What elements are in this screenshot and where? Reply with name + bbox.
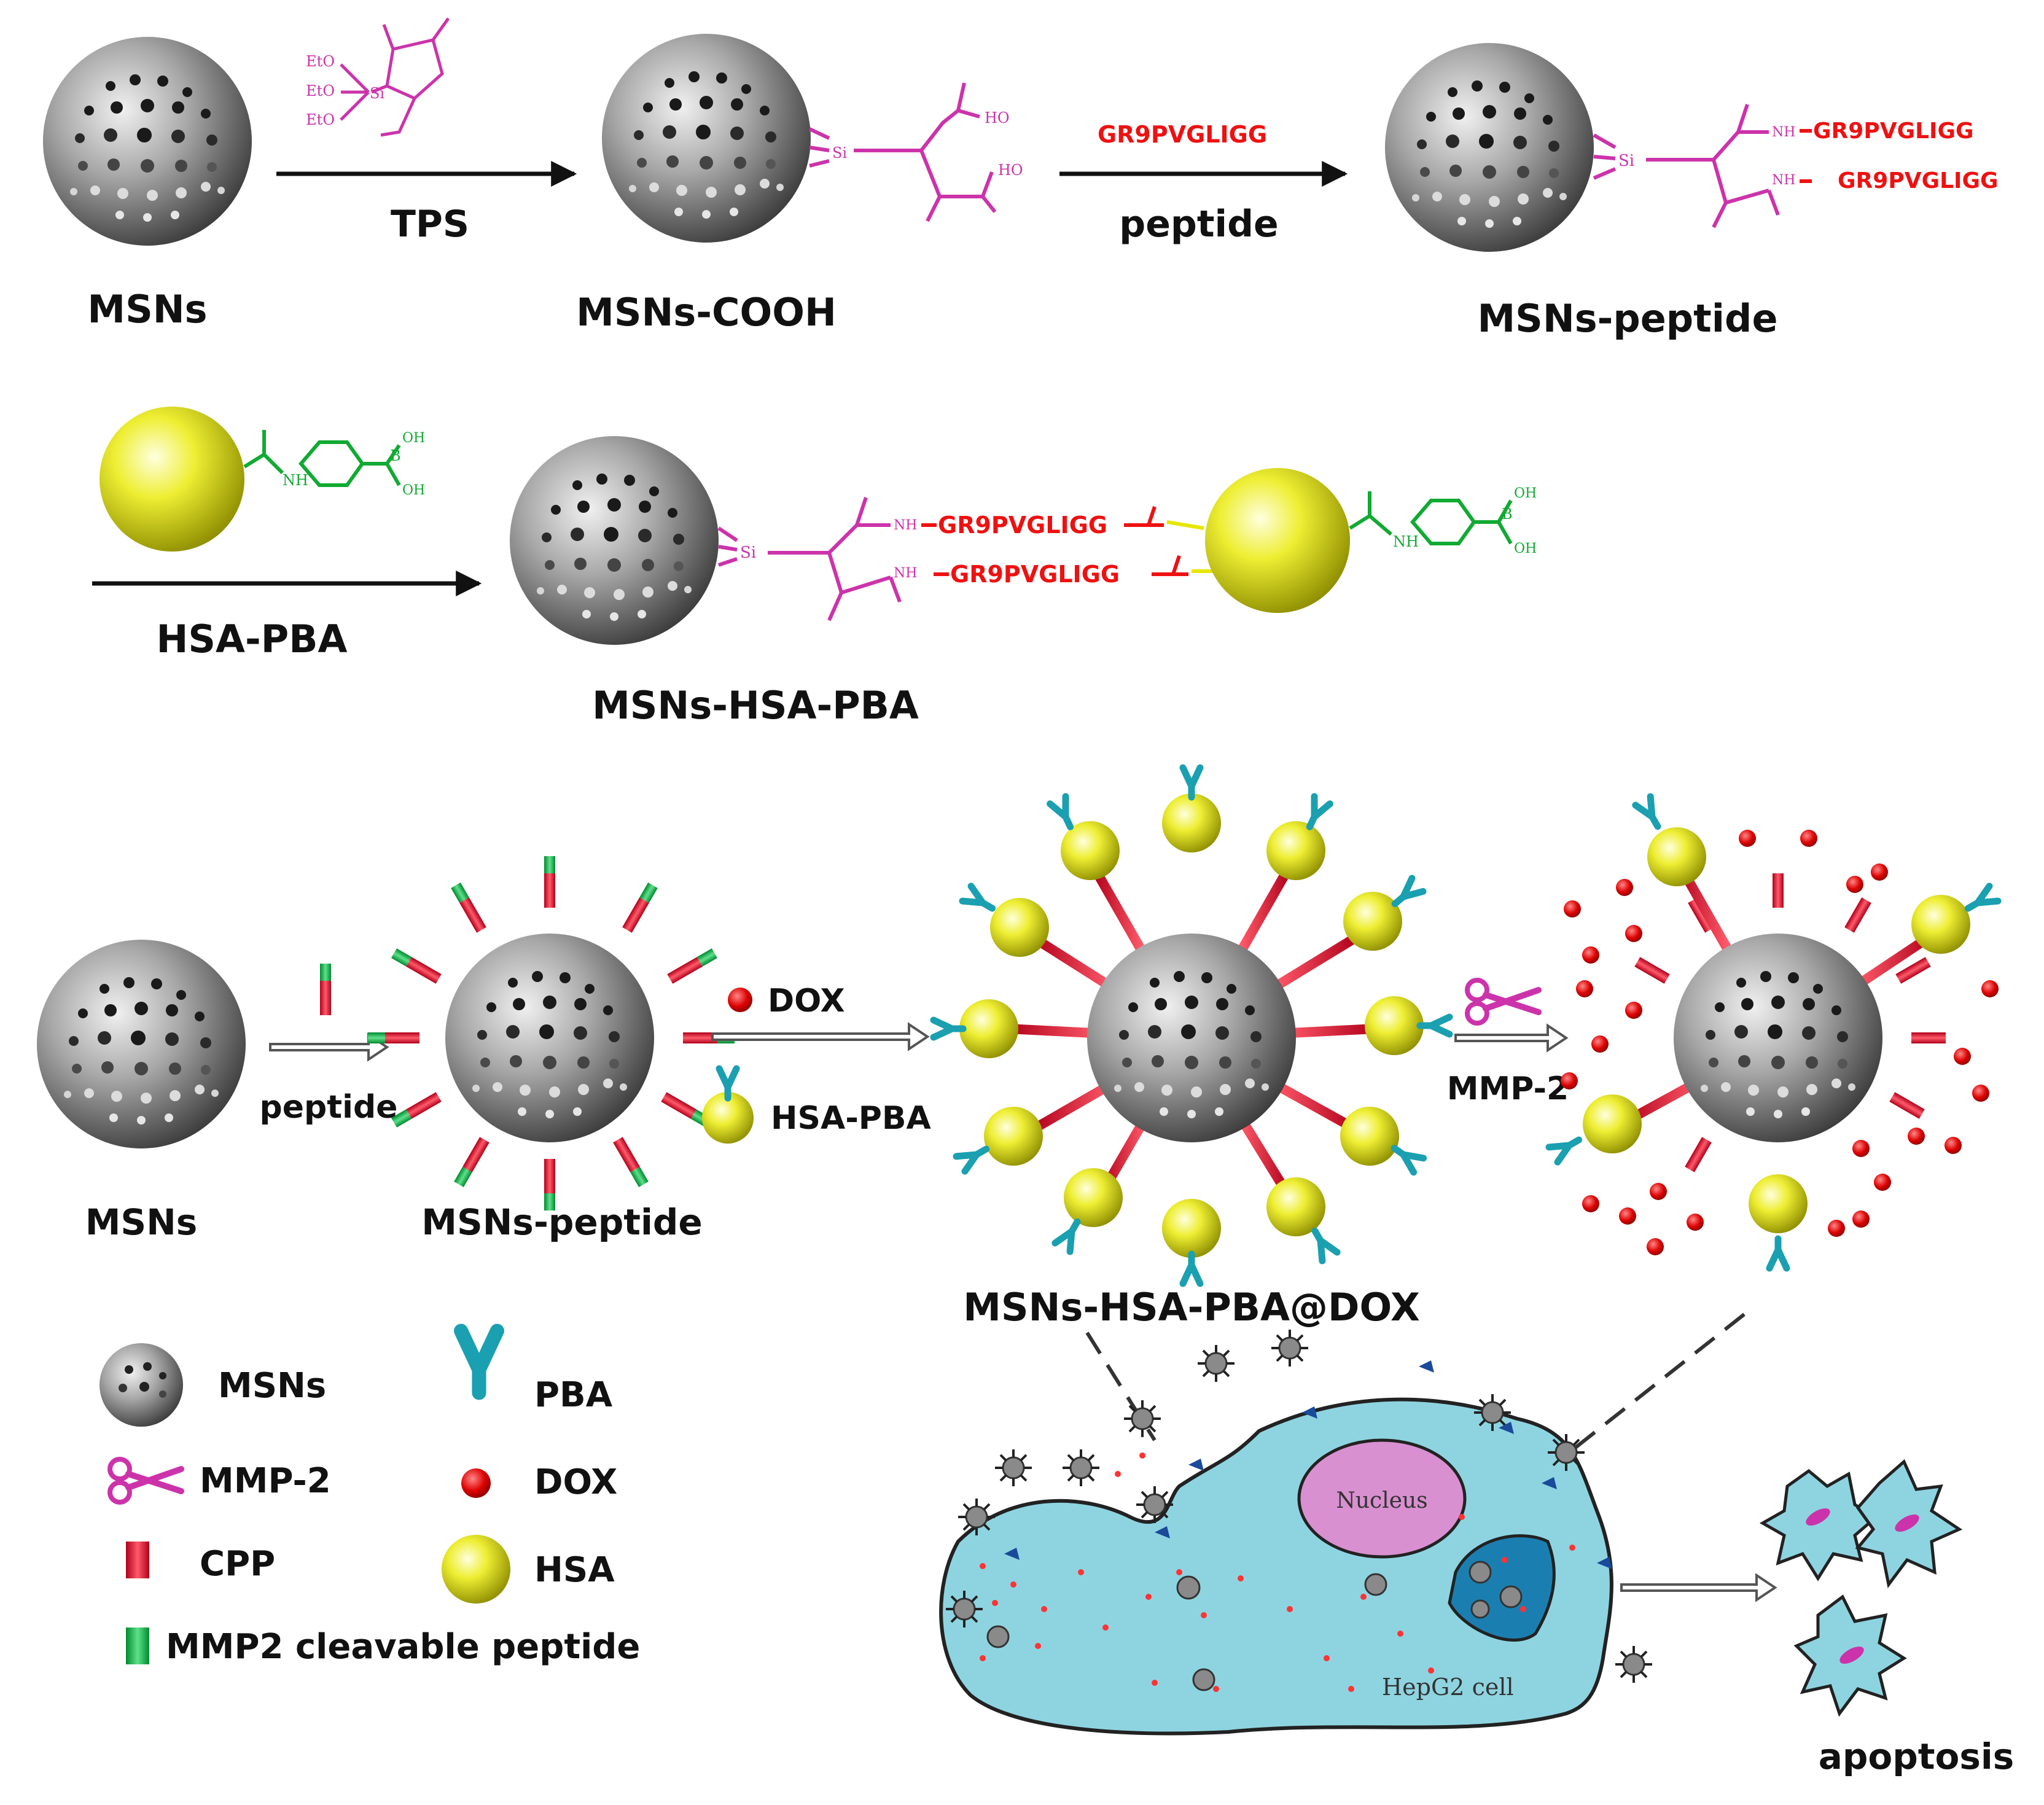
peptide-si-label: Si (1618, 152, 1634, 170)
pba-oh-label-2: OH (402, 483, 425, 498)
legend-dox-icon (461, 1468, 491, 1498)
legend-cpp-label: CPP (200, 1544, 275, 1584)
peptide-seq-2: GR9PVGLIGG (1838, 168, 1999, 193)
hsa-sphere-product (1205, 468, 1350, 613)
msn-hsa-pba-sphere (510, 436, 719, 645)
hsa-si-label: Si (740, 544, 756, 562)
msn-hsa-pba-dox-assembly (934, 768, 1449, 1284)
tps-si-label: Si (370, 85, 384, 102)
msn-peptide-assembly (368, 856, 735, 1210)
product-oh-label-1: OH (1514, 486, 1537, 501)
row3-peptide-label: peptide (260, 1089, 398, 1126)
cleaved-assembly (1549, 797, 1999, 1268)
hsa-pba-reagent-sphere (99, 407, 244, 552)
product-b-label: B (1502, 505, 1513, 523)
nucleus-label: Nucleus (1336, 1488, 1427, 1513)
row2-scheme: NH B OH OH HSA-PBA Si NH NH GR9PVGLIGG G… (92, 407, 1537, 728)
product-pba-structure (1349, 491, 1513, 545)
hsa-pba-linker (717, 497, 902, 622)
apoptosis-open-arrow (1620, 1573, 1777, 1602)
dox-open-arrow (711, 1022, 930, 1051)
legend-mmp2-icon (110, 1459, 181, 1502)
peptide-seq-reagent: GR9PVGLIGG (1098, 121, 1267, 148)
peptide-arrow-label: peptide (1119, 203, 1278, 246)
msn-cooh-sphere (602, 34, 811, 243)
legend-dox-label: DOX (534, 1462, 617, 1502)
pba-b-label: B (390, 447, 401, 464)
apoptosis-label: apoptosis (1819, 1736, 2015, 1777)
cooh-si-label: Si (832, 144, 847, 162)
legend: MSNs MMP-2 CPP MMP2 cleavable peptide PB… (99, 1324, 640, 1667)
product-oh-label-2: OH (1514, 541, 1537, 556)
legend-mmp2-label: MMP-2 (200, 1461, 331, 1501)
legend-pba-label: PBA (534, 1375, 613, 1415)
hsa-nh-label-1: NH (894, 518, 917, 533)
hsa-pba-label: HSA-PBA (157, 617, 348, 661)
cooh-ho-label-1: HO (985, 109, 1010, 127)
mmp2-open-arrow (1454, 1023, 1569, 1053)
row3-mmp2-label: MMP-2 (1447, 1070, 1569, 1107)
hsa-peptide-seq-1: GR9PVGLIGG (938, 512, 1107, 539)
legend-cleavable-icon (126, 1628, 149, 1664)
product-nh-label: NH (1393, 533, 1419, 550)
loaded-label: MSNs-HSA-PBA@DOX (963, 1285, 1420, 1330)
dox-reagent-dot (728, 988, 752, 1012)
legend-pba-icon (454, 1324, 504, 1400)
tps-structure (340, 17, 450, 137)
cell-label: HepG2 cell (1382, 1674, 1514, 1701)
row3-hsa-pba-label: HSA-PBA (771, 1100, 931, 1137)
mmp2-scissors-icon (1467, 980, 1539, 1023)
msn-peptide-label: MSNs-peptide (1477, 296, 1777, 341)
row3-msn-peptide-label: MSNs-peptide (421, 1201, 702, 1243)
hsa-pba-reagent-small (702, 1092, 754, 1144)
legend-hsa-label: HSA (534, 1550, 615, 1590)
apoptotic-cells (1759, 1459, 1963, 1717)
msn-cooh-label: MSNs-COOH (576, 290, 837, 335)
legend-cleavable-label: MMP2 cleavable peptide (166, 1627, 640, 1667)
cooh-linker (808, 82, 997, 222)
cooh-ho-label-2: HO (998, 162, 1023, 179)
tps-eto-2: EtO (306, 82, 335, 99)
peptide-nh-label-2: NH (1772, 173, 1795, 188)
hsa-peptide-seq-2: GR9PVGLIGG (950, 561, 1120, 588)
tps-eto-1: EtO (306, 53, 335, 70)
legend-hsa-icon (442, 1535, 510, 1604)
row3-dox-label: DOX (768, 983, 845, 1019)
hsa-nh-label-2: NH (894, 566, 917, 581)
legend-cpp-icon (126, 1542, 149, 1578)
cell-panel: Nucleus (939, 1312, 2015, 1777)
tps-eto-3: EtO (306, 111, 335, 128)
legend-msns-label: MSNs (218, 1366, 326, 1406)
peptide-rod-reagent (320, 964, 331, 1015)
cell-dox-dots (980, 1452, 1575, 1692)
peptide-nh-label-1: NH (1772, 125, 1795, 140)
row3-scheme: MSNs peptide MSNs-peptide DOX HSA-PBA (37, 768, 1999, 1330)
pba-structure (243, 430, 401, 487)
tps-label: TPS (391, 203, 469, 246)
row3-msn-sphere (37, 940, 246, 1148)
nucleus (1297, 1438, 1467, 1559)
pba-oh-label-1: OH (402, 431, 425, 446)
msn-peptide-sphere (1385, 43, 1594, 252)
msn-label: MSNs (87, 287, 207, 332)
msn-hsa-pba-label: MSNs-HSA-PBA (592, 683, 919, 728)
row1-scheme: MSNs EtO EtO EtO Si TPS Si HO HO MSNs-CO… (43, 17, 1999, 341)
peptide-linker (1593, 104, 1780, 228)
row3-msn-label: MSNs (85, 1201, 198, 1243)
peptide-seq-1: GR9PVGLIGG (1813, 119, 1974, 144)
pba-nh-label: NH (283, 472, 308, 489)
msn-sphere (43, 37, 252, 246)
